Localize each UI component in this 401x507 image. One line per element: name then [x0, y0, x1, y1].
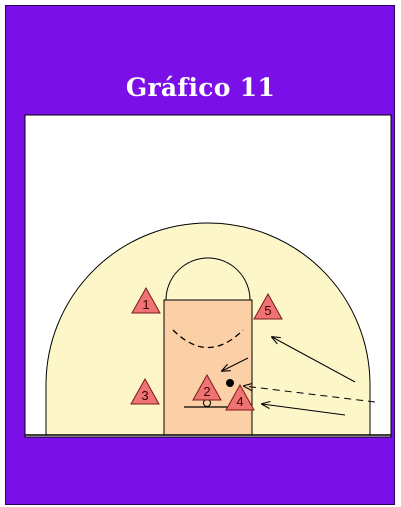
svg-text:4: 4	[236, 394, 243, 409]
ball-icon	[226, 379, 234, 387]
player-1: 1	[131, 286, 161, 314]
svg-text:3: 3	[141, 388, 148, 403]
svg-text:1: 1	[142, 297, 149, 312]
svg-text:2: 2	[203, 384, 210, 399]
cut-arrow-short	[222, 357, 249, 371]
player-2: 2	[192, 373, 222, 401]
cut-arrow-lower	[262, 404, 346, 416]
paint-area	[163, 299, 253, 436]
svg-text:5: 5	[264, 303, 271, 318]
player-3: 3	[130, 377, 160, 405]
player-4: 4	[225, 383, 255, 411]
diagram-title: Gráfico 11	[125, 73, 276, 102]
player-5: 5	[253, 292, 283, 320]
dashed-key-arc	[172, 329, 244, 349]
pass-arrow	[244, 386, 376, 403]
free-throw-circle	[165, 257, 251, 301]
cut-arrow-upper	[272, 337, 356, 383]
